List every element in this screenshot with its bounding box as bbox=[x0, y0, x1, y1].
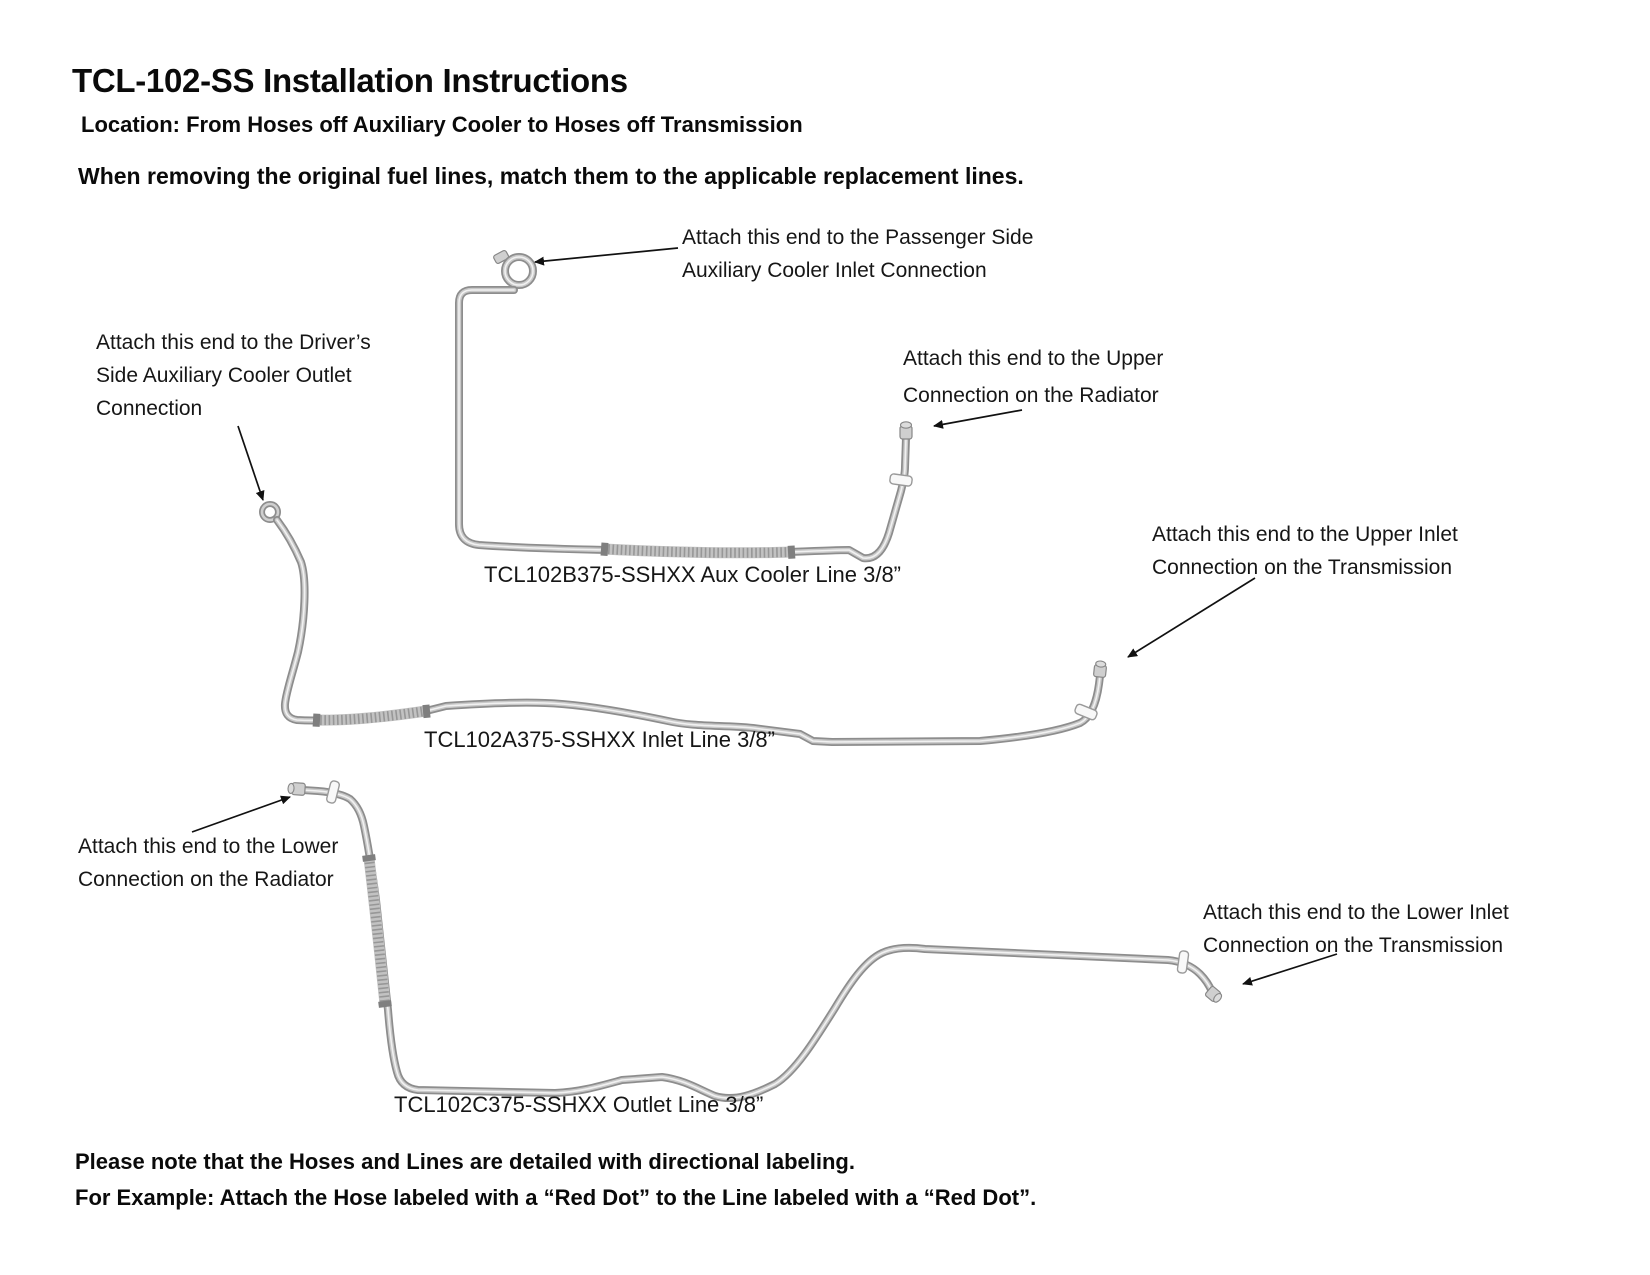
annotation-line: Attach this end to the Lower Inlet bbox=[1203, 901, 1509, 924]
inlet-line-drawing bbox=[259, 501, 1107, 746]
aux-line-tube bbox=[455, 286, 910, 563]
aux-line-braided-section bbox=[600, 542, 796, 559]
annotation-line: Auxiliary Cooler Inlet Connection bbox=[682, 259, 987, 282]
outlet-line-radiator-fitting bbox=[287, 782, 306, 796]
label-aux-cooler-line: TCL102B375-SSHXX Aux Cooler Line 3/8” bbox=[484, 562, 902, 587]
annotation-line: Connection bbox=[96, 397, 203, 420]
footer-note: Please note that the Hoses and Lines are… bbox=[75, 1144, 1036, 1216]
annotation-line: Attach this end to the Driver’s bbox=[96, 331, 371, 354]
annotation-line: Attach this end to the Upper bbox=[903, 347, 1164, 370]
annotation-line: Connection on the Transmission bbox=[1203, 934, 1503, 957]
inlet-line-transmission-fitting bbox=[1093, 660, 1107, 678]
arrow-passenger-inlet bbox=[534, 247, 679, 266]
arrow-lower-radiator bbox=[191, 795, 291, 833]
inlet-line-braided-section bbox=[312, 704, 431, 727]
outlet-line-tube bbox=[299, 786, 1216, 1103]
annotation-line: Connection on the Transmission bbox=[1152, 556, 1452, 579]
annotation-passenger-inlet: Attach this end to the Passenger Side Au… bbox=[682, 221, 1033, 287]
annotation-line: Attach this end to the Upper Inlet bbox=[1152, 523, 1458, 546]
arrow-upper-inlet-transmission bbox=[1127, 577, 1256, 658]
intro-line: When removing the original fuel lines, m… bbox=[78, 163, 1024, 189]
location-line: Location: From Hoses off Auxiliary Coole… bbox=[81, 112, 803, 137]
annotation-line: Attach this end to the Lower bbox=[78, 835, 339, 858]
annotation-line: Connection on the Radiator bbox=[903, 384, 1159, 407]
inlet-line-clip bbox=[1074, 703, 1098, 721]
footer-line: Please note that the Hoses and Lines are… bbox=[75, 1149, 855, 1174]
label-outlet-line: TCL102C375-SSHXX Outlet Line 3/8” bbox=[394, 1092, 764, 1117]
callout-arrows bbox=[191, 247, 1338, 986]
annotation-lower-radiator: Attach this end to the Lower Connection … bbox=[78, 830, 338, 896]
annotation-lower-inlet-transmission: Attach this end to the Lower Inlet Conne… bbox=[1203, 896, 1509, 962]
label-inlet-line: TCL102A375-SSHXX Inlet Line 3/8” bbox=[424, 727, 775, 752]
outlet-line-drawing bbox=[287, 780, 1223, 1103]
annotation-upper-radiator: Attach this end to the Upper Connection … bbox=[903, 340, 1163, 414]
aux-line-clip bbox=[889, 473, 913, 487]
arrow-upper-radiator bbox=[933, 409, 1023, 429]
outlet-line-braided-section bbox=[362, 854, 392, 1008]
annotation-driver-outlet: Attach this end to the Driver’s Side Aux… bbox=[96, 326, 371, 425]
aux-line-loop-fitting-cap bbox=[493, 249, 510, 264]
arrow-driver-outlet bbox=[237, 425, 265, 501]
outlet-line-right-clip bbox=[1176, 950, 1190, 974]
arrow-lower-inlet-transmission bbox=[1242, 953, 1338, 986]
outlet-line-left-clip bbox=[326, 780, 340, 804]
annotation-line: Attach this end to the Passenger Side bbox=[682, 226, 1034, 249]
footer-line: For Example: Attach the Hose labeled wit… bbox=[75, 1185, 1037, 1210]
annotation-upper-inlet-transmission: Attach this end to the Upper Inlet Conne… bbox=[1152, 518, 1458, 584]
aux-line-radiator-fitting bbox=[899, 421, 913, 440]
aux-cooler-line-drawing bbox=[455, 249, 913, 563]
annotation-line: Side Auxiliary Cooler Outlet bbox=[96, 364, 352, 387]
annotation-line: Connection on the Radiator bbox=[78, 868, 334, 891]
page-title: TCL-102-SS Installation Instructions bbox=[72, 62, 628, 99]
outlet-line-transmission-fitting bbox=[1204, 985, 1223, 1003]
